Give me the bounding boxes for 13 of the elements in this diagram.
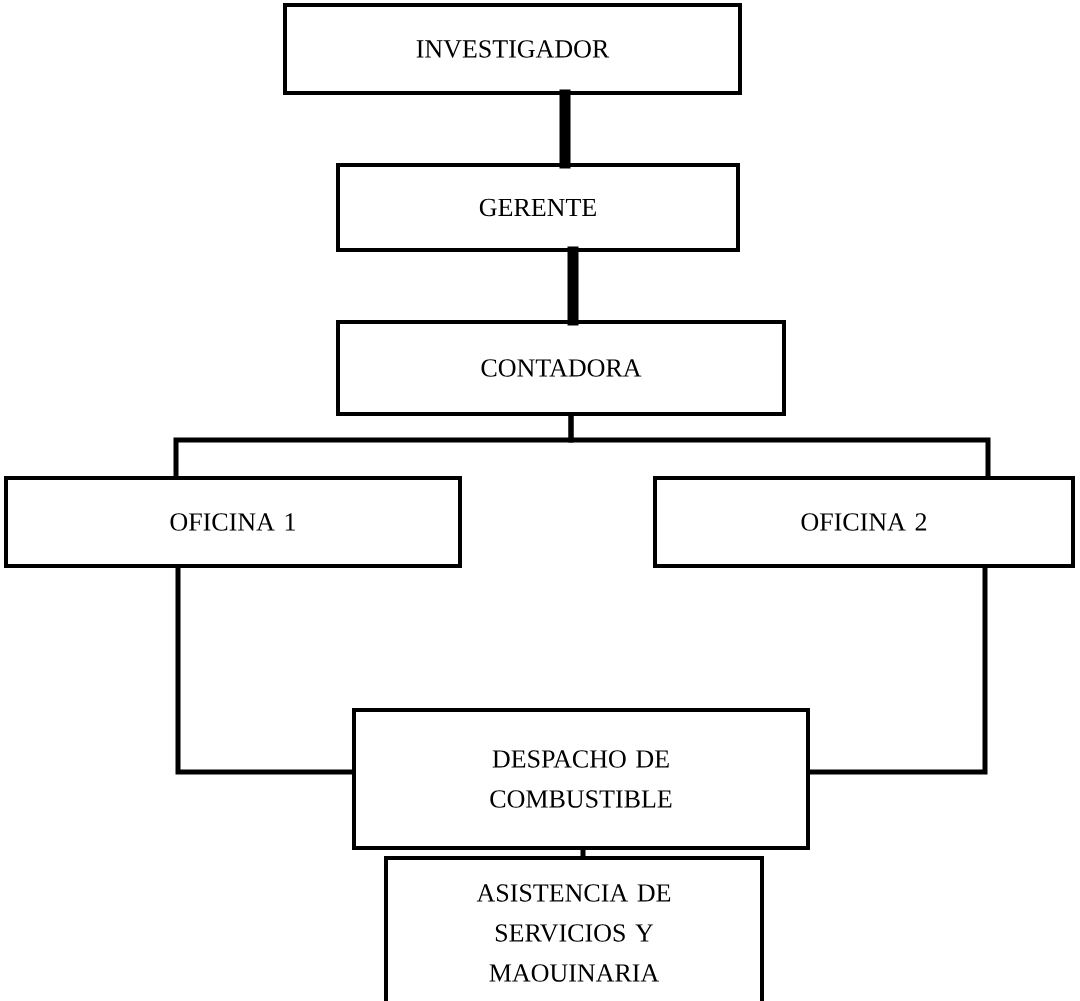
org-box: CONTADORA: [336, 320, 786, 416]
org-box: GERENTE: [336, 163, 740, 252]
org-box: ASISTENCIA DE SERVICIOS Y MAOUINARIA: [384, 856, 764, 1001]
org-box: OFICINA 2: [653, 476, 1075, 568]
connector-line: [559, 89, 571, 169]
connector-line: [580, 847, 586, 859]
org-box: DESPACHO DE COMBUSTIBLE: [352, 708, 810, 850]
org-box: OFICINA 1: [4, 476, 462, 568]
connector-line: [568, 413, 991, 479]
org-box: INVESTIGADOR: [283, 3, 742, 95]
connector-line: [567, 246, 579, 326]
connector-line: [175, 565, 355, 775]
connector-line: [807, 565, 988, 775]
